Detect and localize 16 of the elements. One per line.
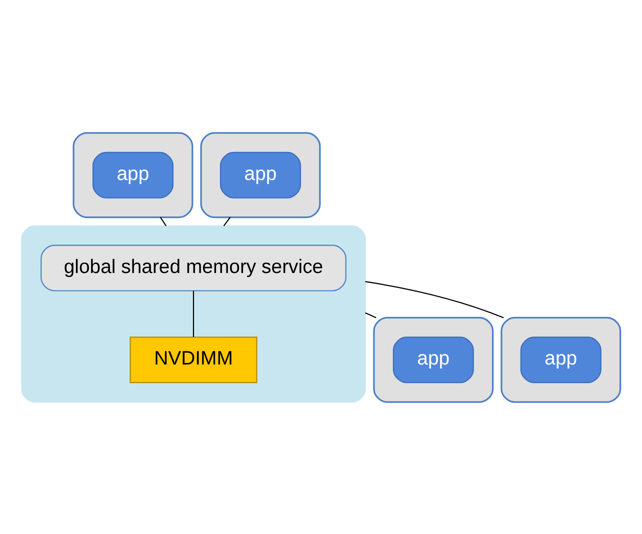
cluster <box>500 316 622 402</box>
cluster <box>21 224 366 402</box>
node-box: app <box>92 151 174 198</box>
node-box: NVDIMM <box>130 336 258 383</box>
node-box: app <box>520 336 602 383</box>
cluster <box>72 132 194 218</box>
node-box: global shared memory service <box>40 244 346 291</box>
connector <box>192 290 194 336</box>
node-box: app <box>220 151 302 198</box>
connector <box>365 312 376 318</box>
connector <box>160 216 167 226</box>
node-box: app <box>392 336 474 383</box>
connector <box>365 280 504 318</box>
cluster <box>200 132 321 218</box>
connector <box>223 216 231 226</box>
cluster <box>373 316 494 402</box>
